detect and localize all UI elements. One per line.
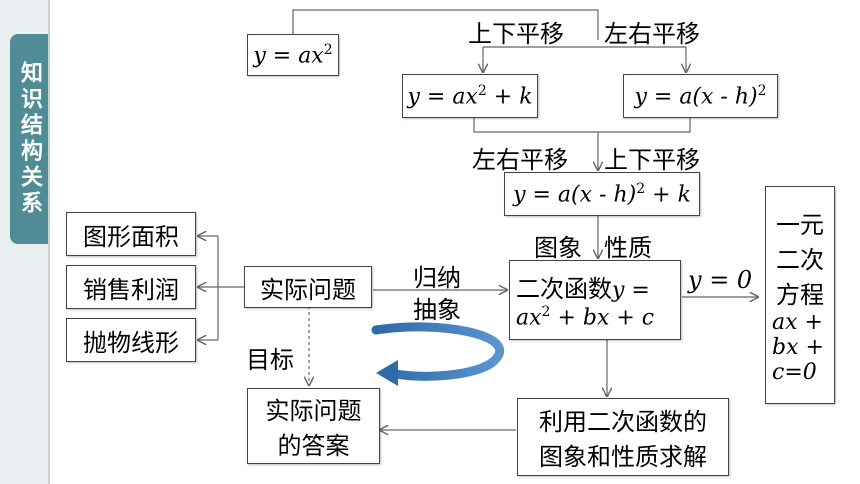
- label-shift-lr-top: 左右平移: [604, 20, 700, 48]
- quad-func-y: y =: [612, 278, 650, 304]
- vertical-form-exp: 2: [477, 82, 487, 99]
- answer-line-1: 实际问题: [265, 397, 362, 425]
- node-profit: 销售利润: [66, 265, 196, 309]
- node-parabola: 抛物线形: [66, 318, 196, 362]
- node-quadratic-equation: 一元 二次 方程 ax + bx + c=0: [765, 186, 835, 404]
- solve-line-2: 图象和性质求解: [539, 443, 707, 471]
- vertex-form-k: + k: [652, 182, 691, 208]
- eq-line-3: 方程: [776, 281, 824, 309]
- vertex-form-box: y = a(x - h)2 + k: [504, 172, 700, 216]
- quad-func-tail: + bx + c: [557, 305, 655, 331]
- eq-c: c=0: [772, 360, 817, 385]
- answer-line-2: 的答案: [277, 432, 350, 460]
- horizontal-shift-form-box: y = a(x - h)2: [623, 74, 778, 118]
- node-practical-answer: 实际问题 的答案: [247, 388, 380, 464]
- label-abstract: 抽象: [413, 296, 461, 324]
- quad-func-exp: 2: [541, 304, 551, 321]
- vertical-form-k: + k: [493, 84, 533, 110]
- label-goal: 目标: [246, 346, 294, 374]
- left-strip: 知识结构关系: [0, 0, 50, 484]
- section-tab: 知识结构关系: [10, 34, 48, 244]
- vertex-form-exp: 2: [636, 180, 646, 197]
- quad-func-title: 二次函数: [516, 275, 612, 304]
- solve-line-1: 利用二次函数的: [539, 408, 707, 436]
- label-shift-lr-mid: 左右平移: [472, 146, 568, 174]
- label-shift-ud-mid: 上下平移: [604, 146, 700, 174]
- eq-line-2: 二次: [776, 246, 824, 274]
- horizontal-form: y = a(x - h): [634, 84, 758, 110]
- eq-line-1: 一元: [776, 211, 824, 239]
- label-graph: 图象: [534, 234, 582, 262]
- vertical-shift-form-box: y = ax2 + k: [402, 74, 538, 118]
- section-tab-title: 知识结构关系: [17, 61, 42, 217]
- node-practical-problem: 实际问题: [244, 266, 372, 308]
- eq-ax: ax +: [772, 310, 823, 335]
- horizontal-form-exp: 2: [757, 82, 767, 99]
- vertex-form: y = a(x - h): [513, 182, 637, 208]
- eq-bx: bx +: [772, 335, 824, 360]
- label-property: 性质: [604, 234, 652, 262]
- node-quadratic-function: 二次函数y = ax2 + bx + c: [509, 260, 681, 340]
- node-area: 图形面积: [66, 212, 196, 256]
- label-induce: 归纳: [413, 264, 461, 292]
- label-shift-ud-top: 上下平移: [468, 20, 564, 48]
- node-solve-with-graph: 利用二次函数的 图象和性质求解: [517, 398, 729, 476]
- basic-form: y = ax: [253, 43, 324, 69]
- basic-form-box: y = ax2: [247, 34, 339, 76]
- vertical-form: y = ax: [407, 84, 478, 110]
- quad-func-expr: ax: [516, 305, 542, 331]
- label-y-zero: y = 0: [688, 266, 753, 294]
- basic-form-exp: 2: [323, 41, 333, 58]
